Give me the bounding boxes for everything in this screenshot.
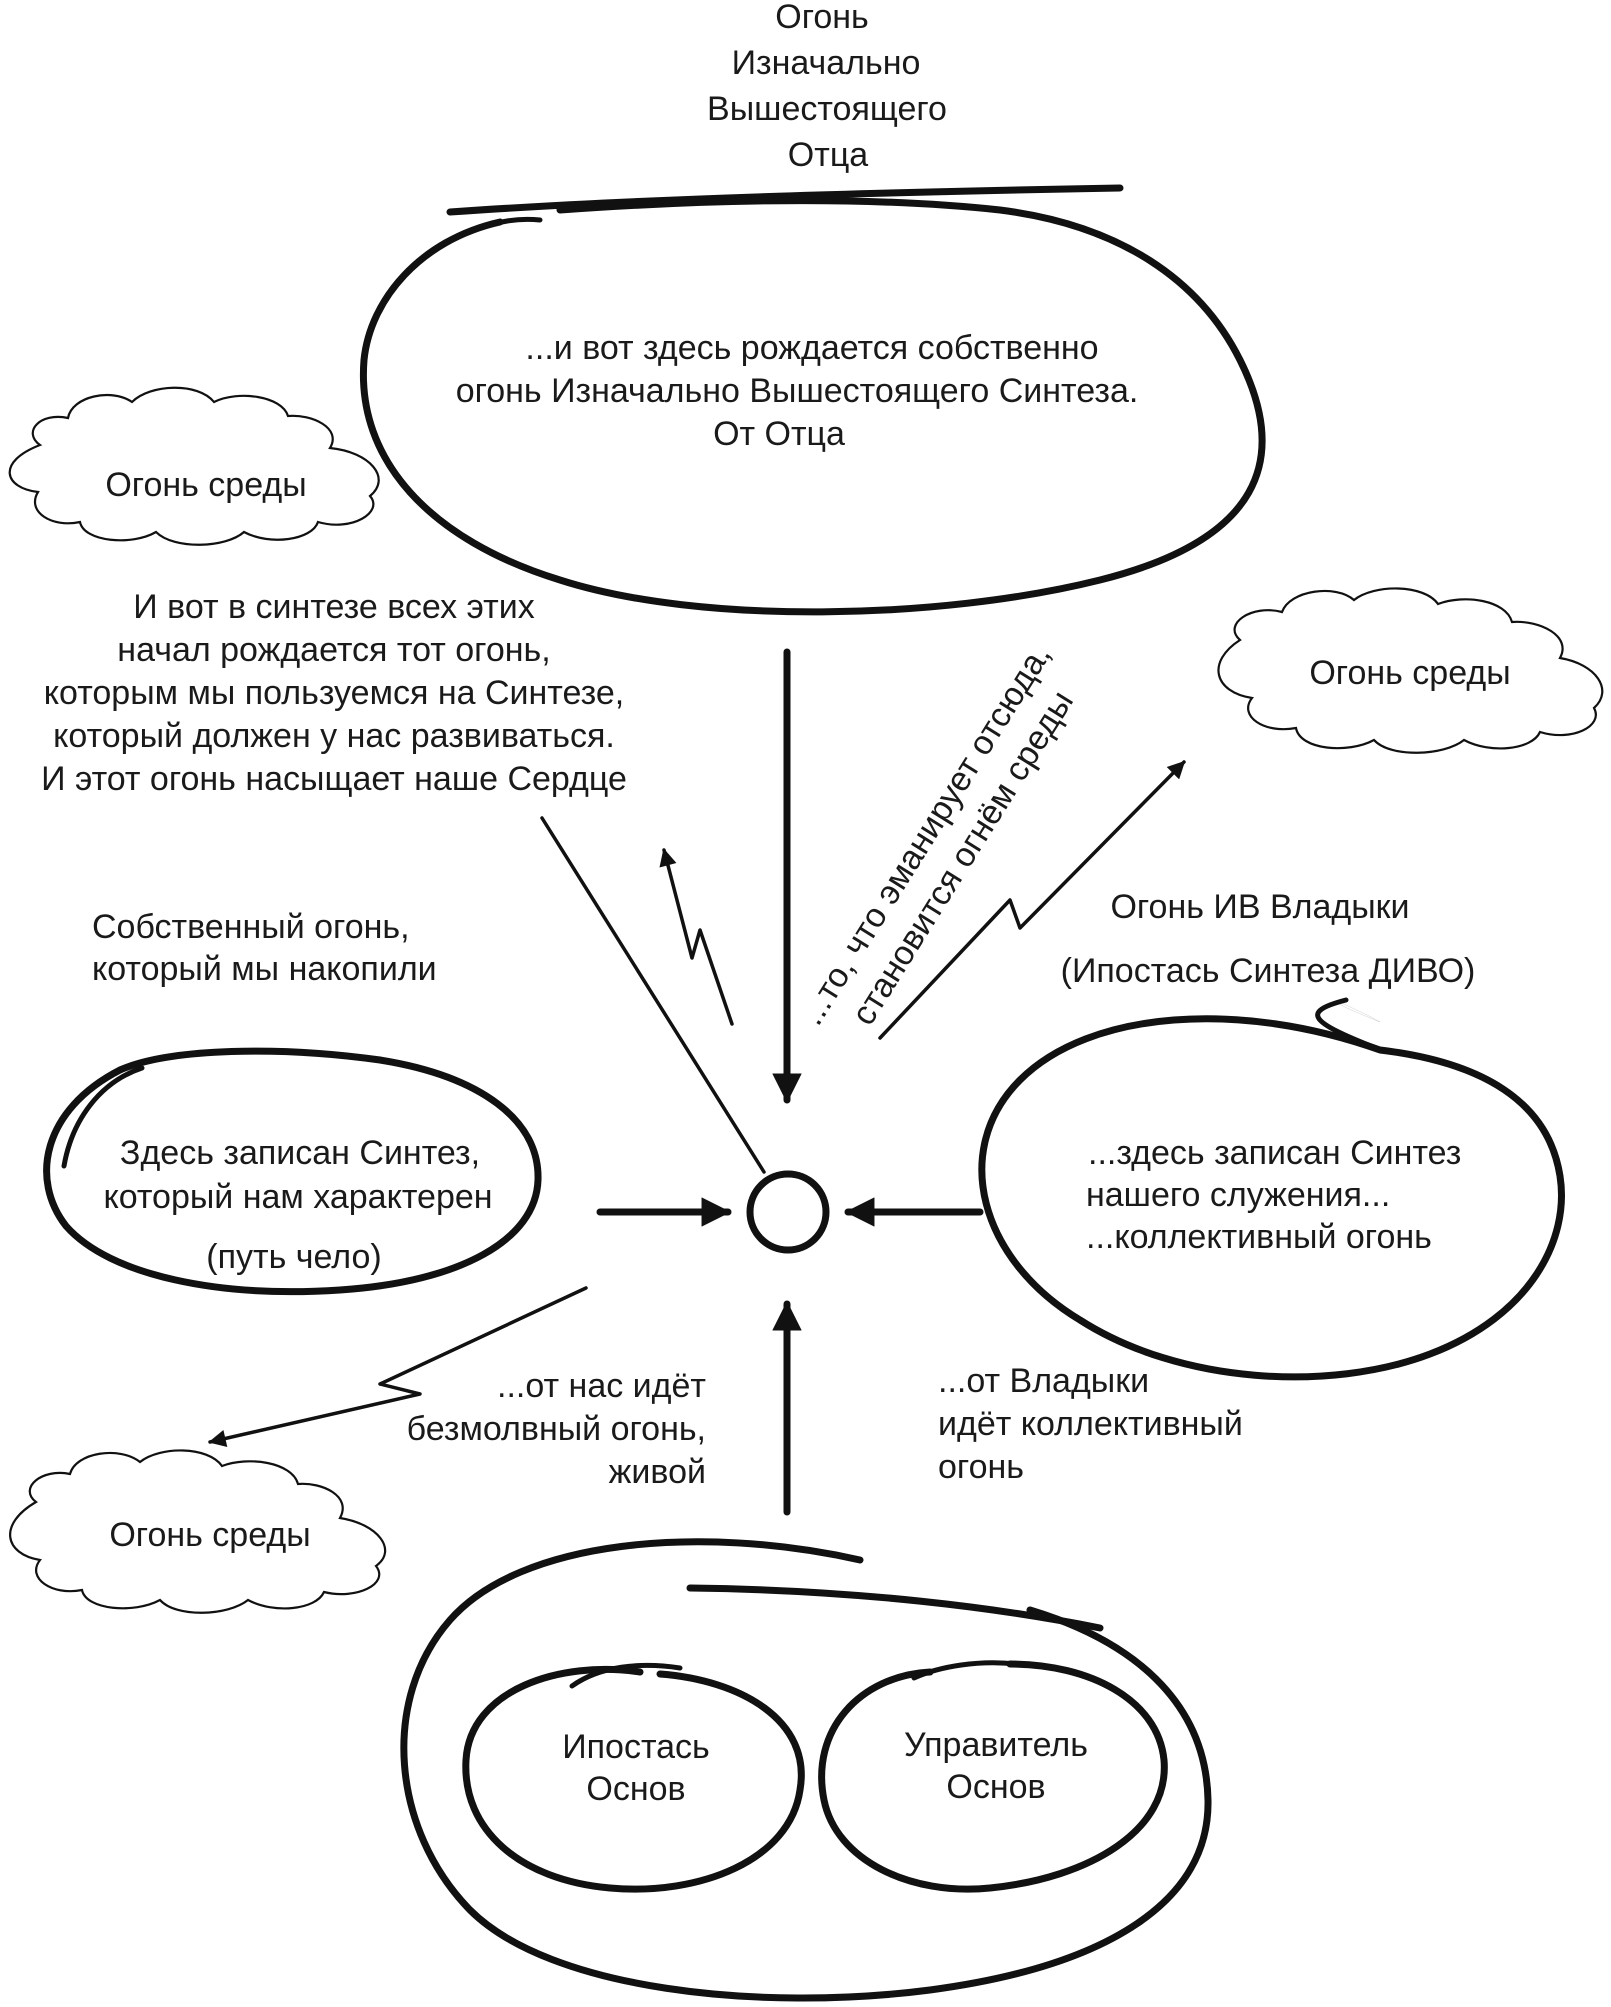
right-oval-line-2: нашего служения... [1086, 1176, 1390, 1214]
bottom-oval [400, 1538, 1212, 2002]
lightning-arrow-to-right-cloud [878, 760, 1186, 1040]
inner-right-line-2: Основ [946, 1768, 1045, 1806]
top-oval-line-2: огонь Изначально Вышестоящего Синтеза. [456, 372, 1139, 410]
connector-line-synthesis [540, 816, 766, 1174]
left-oval-line-3: (путь чело) [206, 1238, 381, 1276]
top-oval-outline [359, 197, 1266, 616]
synthesis-line-1: И вот в синтезе всех этих [133, 588, 534, 626]
inner-right-line-1: Управитель [904, 1726, 1088, 1764]
right-oval-accent [1338, 999, 1381, 1023]
silent-fire-line-2: безмолвный огонь, [407, 1410, 706, 1448]
emanation-line-2: становится огнём среды [844, 684, 1081, 1032]
top-oval-line-1: ...и вот здесь рождается собственно [525, 329, 1098, 367]
cloud-right-label: Огонь среды [1309, 654, 1510, 692]
title-line-2: Изначально [732, 44, 921, 82]
emanation-text: ...то, что эманирует отсюда, становится … [792, 637, 1081, 1032]
cloud-shape [9, 1449, 387, 1614]
inner-oval-left-outline [462, 1665, 805, 1893]
right-oval-line-1: ...здесь записан Синтез [1088, 1134, 1461, 1172]
cloud-bottom-left-label: Огонь среды [109, 1516, 310, 1554]
cloud-shape [8, 386, 380, 546]
collective-fire-line-1: ...от Владыки [938, 1362, 1149, 1400]
right-oval-line-3: ...коллективный огонь [1086, 1218, 1432, 1256]
title-line-3: Вышестоящего [707, 90, 947, 128]
collective-fire-line-3: огонь [938, 1448, 1024, 1486]
lightning-arrow-up [659, 848, 734, 1026]
cloud-environment-fire-top-left: Огонь среды [8, 386, 380, 546]
synthesis-line-3: которым мы пользуемся на Синтезе, [44, 674, 624, 712]
top-oval: ...и вот здесь рождается собственно огон… [359, 184, 1266, 616]
cloud-top-left-label: Огонь среды [105, 466, 306, 504]
title-line-1: Огонь [775, 0, 869, 36]
title-line-4: Отца [788, 136, 868, 174]
inner-oval-hypostasis: Ипостась Основ [462, 1662, 805, 1893]
collective-fire-line-2: идёт коллективный [938, 1405, 1243, 1443]
vladyka-line-1: Огонь ИВ Владыки [1110, 888, 1409, 926]
left-oval-line-1: Здесь записан Синтез, [120, 1134, 480, 1172]
synthesis-text: И вот в синтезе всех этих начал рождаетс… [41, 588, 627, 798]
inner-left-line-2: Основ [586, 1770, 685, 1808]
inner-oval-manager: Управитель Основ [818, 1660, 1168, 1893]
right-oval: ...здесь записан Синтез нашего служения.… [978, 997, 1565, 1381]
title-block: Огонь Изначально Вышестоящего Отца [707, 0, 947, 174]
own-fire-label: Собственный огонь, который мы накопили [92, 908, 437, 988]
cloud-environment-fire-bottom-left: Огонь среды [9, 1449, 387, 1614]
own-fire-line-2: который мы накопили [92, 950, 437, 988]
silent-fire-line-1: ...от нас идёт [497, 1367, 706, 1405]
top-oval-accent-stroke [446, 184, 1124, 216]
left-oval-accent [61, 1065, 145, 1169]
silent-fire-line-3: живой [609, 1453, 706, 1491]
vladyka-label: Огонь ИВ Владыки (Ипостась Синтеза ДИВО) [1061, 888, 1476, 990]
right-oval-outline [978, 1015, 1565, 1381]
synthesis-line-5: И этот огонь насыщает наше Сердце [41, 760, 627, 798]
left-oval-line-2: который нам характерен [103, 1178, 492, 1216]
vladyka-line-2: (Ипостась Синтеза ДИВО) [1061, 952, 1476, 990]
cloud-environment-fire-right: Огонь среды [1217, 587, 1604, 754]
collective-fire-text: ...от Владыки идёт коллективный огонь [938, 1362, 1243, 1486]
center-circle [746, 1170, 830, 1254]
synthesis-line-4: который должен у нас развиваться. [53, 717, 615, 755]
own-fire-line-1: Собственный огонь, [92, 908, 410, 946]
emanation-line-1: ...то, что эманирует отсюда, [792, 637, 1058, 1031]
silent-fire-text: ...от нас идёт безмолвный огонь, живой [407, 1367, 706, 1491]
left-oval: Здесь записан Синтез, который нам характ… [43, 1047, 542, 1296]
left-oval-outline [43, 1047, 542, 1296]
bottom-oval-outline [400, 1538, 1212, 2002]
synthesis-line-2: начал рождается тот огонь, [117, 631, 550, 669]
bottom-oval-accent-stroke [686, 1584, 1104, 1632]
lightning-arrow-to-bottom-left-cloud [208, 1286, 588, 1448]
inner-oval-right-outline [818, 1660, 1168, 1893]
top-oval-line-3: От Отца [713, 415, 845, 453]
inner-left-line-1: Ипостась [562, 1728, 710, 1766]
cloud-shape [1217, 587, 1604, 754]
